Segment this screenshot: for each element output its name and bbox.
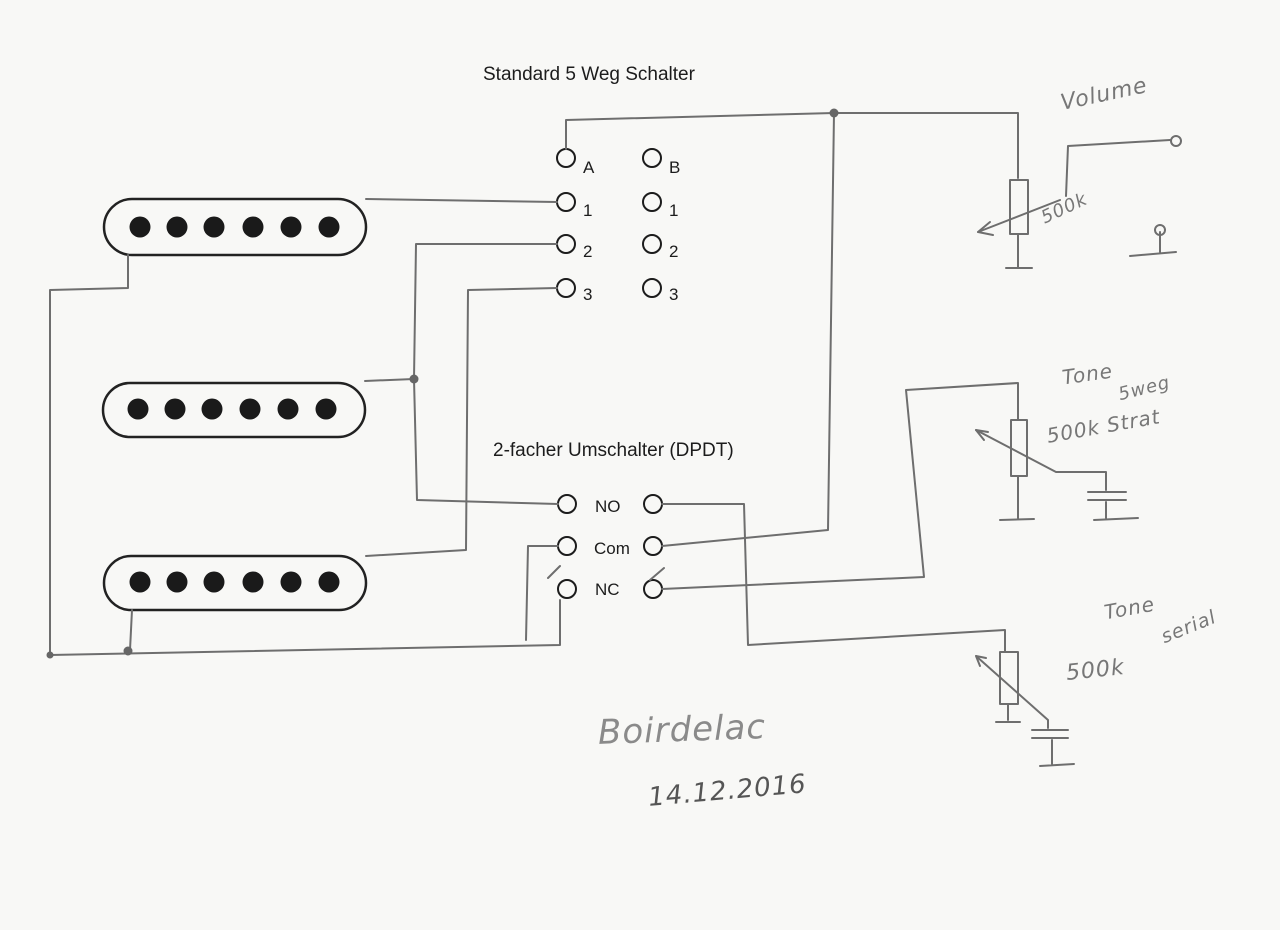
five-way-pin-label: B xyxy=(669,158,681,177)
five-way-pin-label: 3 xyxy=(583,285,593,304)
dpdt-label-nc: NC xyxy=(595,580,620,599)
signature: Boirdelac xyxy=(597,707,767,753)
five-way-pin-label: 2 xyxy=(583,242,593,261)
junction-dots xyxy=(46,108,839,659)
five-way-pin-label: A xyxy=(583,158,595,177)
dpdt-switch-title: 2-facher Umschalter (DPDT) xyxy=(493,440,734,461)
pickup-bridge xyxy=(102,554,368,612)
pickup-middle xyxy=(101,381,367,439)
dpdt-label-no: NO xyxy=(595,497,621,516)
five-way-switch-title: Standard 5 Weg Schalter xyxy=(483,64,695,85)
pencil-wiring xyxy=(49,112,1182,767)
five-way-switch-terminals xyxy=(556,148,662,298)
five-way-pin-label: 1 xyxy=(583,201,593,220)
five-way-pin-label: 1 xyxy=(669,201,679,220)
dpdt-label-com: Com xyxy=(594,539,630,558)
pickup-neck xyxy=(102,197,368,257)
five-way-pin-label: 2 xyxy=(669,242,679,261)
five-way-pin-label: 3 xyxy=(669,285,679,304)
